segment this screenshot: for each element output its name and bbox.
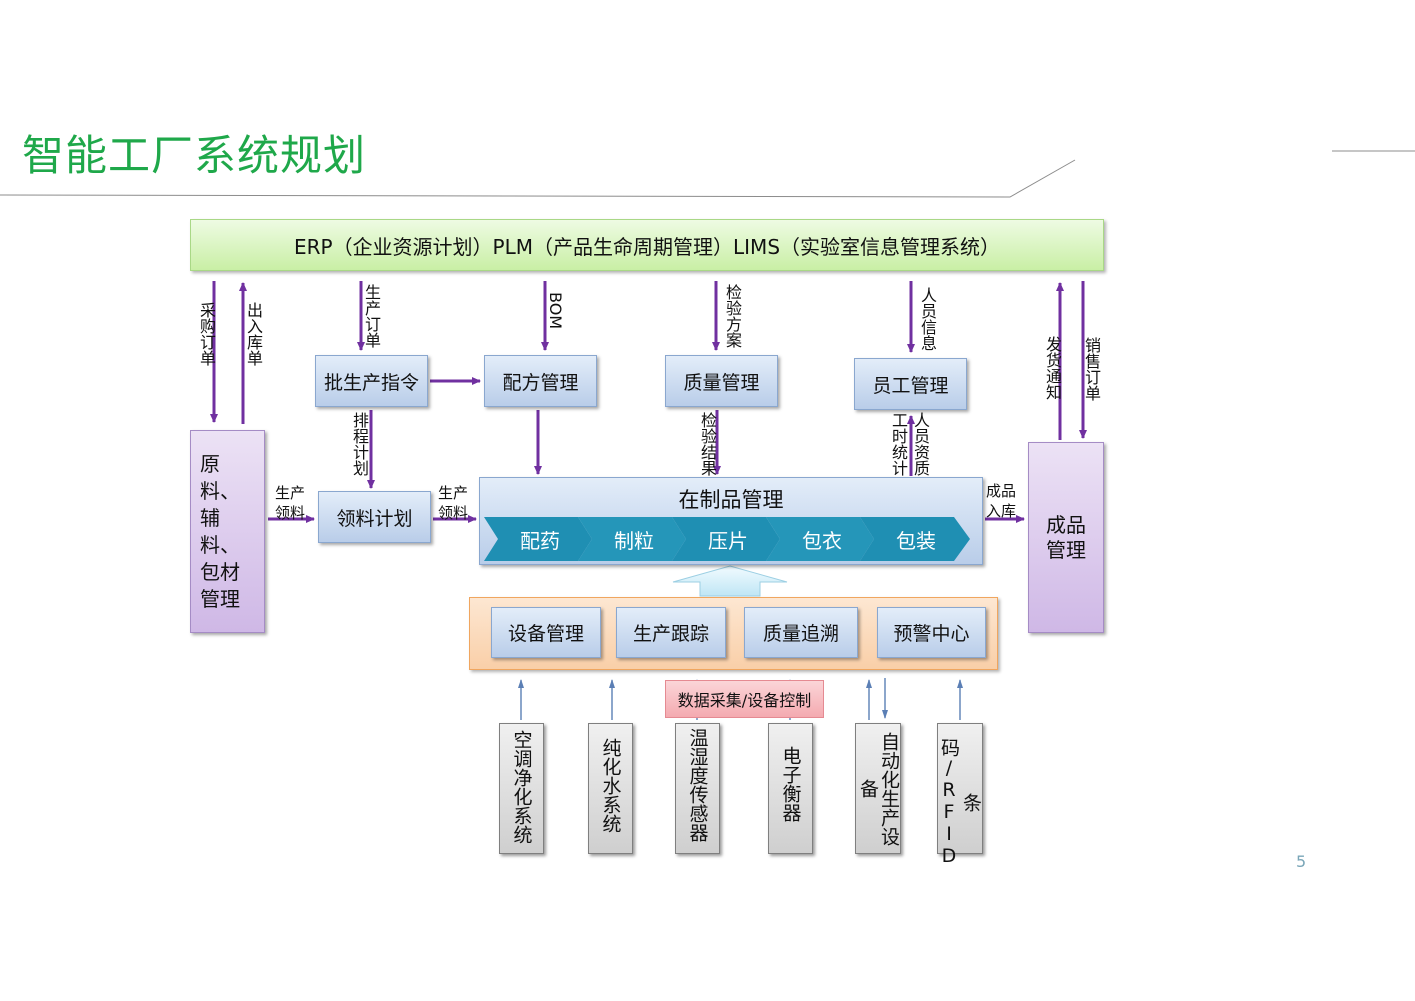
staff-management-label: 员工管理 [872,374,949,397]
erp-plm-lims-bar: ERP（企业资源计划）PLM（产品生命周期管理）LIMS（实验室信息管理系统） [190,219,1104,271]
quality-management-box: 质量管理 [665,355,778,407]
quality-management-label: 质量管理 [683,371,760,394]
device-purified-water: 纯化水系统 [588,723,633,854]
recipe-management-box: 配方管理 [484,355,597,407]
label-finished-in: 成品入库 [986,482,1017,520]
module-quality-trace-label: 质量追溯 [762,623,839,645]
wip-step-packaging: 包装 [896,528,936,553]
data-collection-label: 数据采集/设备控制 [677,691,812,710]
page-number: 5 [1296,852,1307,871]
finished-goods-label: 成品管理 [1046,512,1086,562]
module-equipment-label: 设备管理 [507,623,584,645]
batch-order-box: 批生产指令 [315,355,428,407]
picking-plan-box: 领料计划 [318,491,431,543]
device-temp-humidity-label: 温湿度传感器 [686,728,709,842]
batch-order-label: 批生产指令 [323,371,419,394]
header-rule [0,159,1076,198]
device-scale: 电子衡器 [768,723,813,854]
erp-plm-lims-text: ERP（企业资源计划）PLM（产品生命周期管理）LIMS（实验室信息管理系统） [293,234,1001,259]
staff-management-box: 员工管理 [854,358,967,410]
materials-management-label: 原料、辅料、包材管理 [200,451,240,611]
label-picking-2: 生产领料 [438,484,469,522]
device-automation: 自动化生产设备 [855,723,901,854]
wip-step-granulation: 制粒 [614,528,654,553]
device-purified-water-label: 纯化水系统 [599,738,622,833]
label-sales-order: 销售订单 [1082,337,1101,401]
label-personnel-qualification: 人员资质 [911,412,930,476]
wip-management-label: 在制品管理 [678,488,784,512]
label-picking-1: 生产领料 [275,484,306,522]
device-hvac-label: 空调净化系统 [510,730,533,844]
device-scale-label: 电子衡器 [779,746,802,822]
device-temp-humidity: 温湿度传感器 [675,723,720,854]
module-production-tracking: 生产跟踪 [616,607,726,658]
data-collection-box: 数据采集/设备控制 [665,680,824,718]
device-hvac: 空调净化系统 [499,723,544,854]
label-personnel-info: 人员信息 [918,287,937,351]
label-bom: BOM [546,292,565,330]
module-alert-center-label: 预警中心 [893,623,970,645]
device-automation-label: 自动化生产设备 [857,731,900,846]
finished-goods-box: 成品管理 [1028,442,1104,633]
module-production-tracking-label: 生产跟踪 [632,623,709,645]
device-barcode-rfid-label: 条码/RFID [938,738,982,867]
wip-process-chevrons [484,517,970,561]
wip-step-tableting: 压片 [708,528,748,553]
label-work-hours: 工时统计 [889,412,908,476]
wip-process-band: 配药 制粒 压片 包衣 包装 [484,517,970,561]
page-title: 智能工厂系统规划 [22,131,367,180]
recipe-management-label: 配方管理 [502,371,579,394]
picking-plan-label: 领料计划 [336,507,413,530]
device-barcode-rfid: 条码/RFID [937,723,983,867]
label-production-order: 生产订单 [362,284,381,348]
materials-management-box: 原料、辅料、包材管理 [190,430,265,633]
wip-step-dispensing: 配药 [520,528,560,553]
label-purchase-order: 采购订单 [197,302,216,366]
big-up-arrow [672,565,788,597]
label-inspection-result: 检验结果 [698,412,717,476]
module-equipment: 设备管理 [491,607,601,658]
label-schedule-plan: 排程计划 [350,412,369,476]
label-in-out-stock: 出入库单 [244,302,263,366]
module-quality-trace: 质量追溯 [744,607,858,658]
wip-management-box: 在制品管理 配药 制粒 压片 包衣 包装 [479,477,983,565]
label-shipping-notice: 发货通知 [1043,336,1062,400]
label-inspection-plan: 检验方案 [723,284,742,348]
wip-step-coating: 包衣 [802,528,842,553]
module-alert-center: 预警中心 [877,607,986,658]
